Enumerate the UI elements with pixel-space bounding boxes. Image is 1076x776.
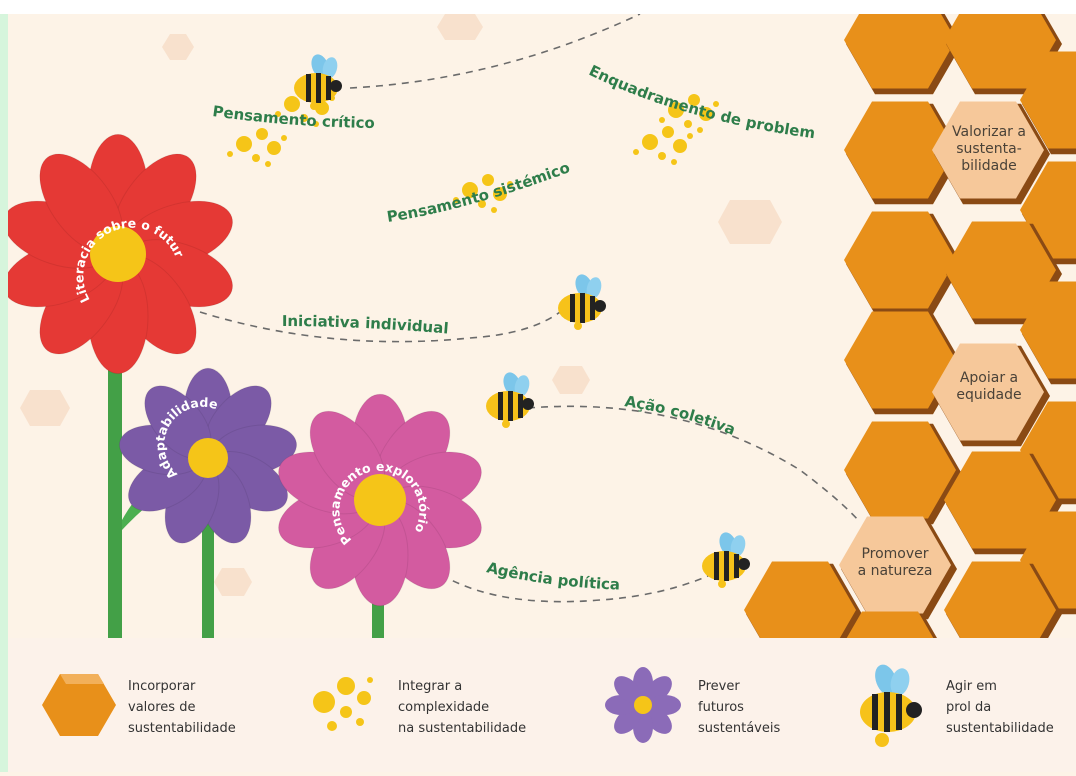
bee-icon <box>702 530 750 588</box>
honeycomb <box>744 0 1076 714</box>
legend-item-bee: Agir em prol da sustentabilidade <box>838 638 1076 772</box>
bee-icon <box>486 370 534 428</box>
left-edge-strip <box>0 0 8 772</box>
label-iniciativa-individual: Iniciativa individual <box>282 312 449 337</box>
hex-label-promover: Promover a natureza <box>840 546 950 580</box>
legend-text-flower: Prever futuros sustentáveis <box>698 676 780 739</box>
legend-text-hex: Incorporar valores de sustentabilidade <box>128 676 236 739</box>
dots-icon <box>310 672 380 742</box>
hex-label-valorizar: Valorizar a sustenta- bilidade <box>944 124 1034 175</box>
flower-center <box>188 438 228 478</box>
hexagon-icon <box>42 670 122 740</box>
hex-label-apoiar: Apoiar a equidade <box>944 370 1034 404</box>
legend-item-flower: Prever futuros sustentáveis <box>588 638 828 772</box>
legend-item-dots: Integrar a complexidade na sustentabilid… <box>280 638 580 772</box>
legend-text-dots: Integrar a complexidade na sustentabilid… <box>398 676 526 739</box>
top-edge-strip <box>0 0 1076 14</box>
flower-icon <box>598 660 688 750</box>
bee-icon <box>558 272 606 330</box>
label-pensamento-sistemico: Pensamento sistémico <box>386 158 573 226</box>
legend-item-hex: Incorporar valores de sustentabilidade <box>8 638 274 772</box>
legend: Incorporar valores de sustentabilidade I… <box>8 638 1076 772</box>
label-agencia-politica: Agência política <box>485 558 620 593</box>
pink-flower <box>271 394 490 606</box>
label-acao-coletiva: Ação coletiva <box>623 392 738 439</box>
flower-center <box>354 474 406 526</box>
label-enquadramento: Enquadramento de problemas <box>0 0 816 142</box>
bee-icon <box>294 52 342 110</box>
bee-icon <box>848 656 928 756</box>
red-flower <box>0 134 241 373</box>
legend-text-bee: Agir em prol da sustentabilidade <box>946 676 1054 739</box>
